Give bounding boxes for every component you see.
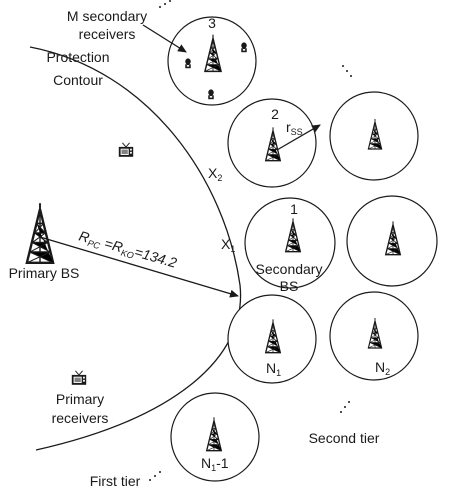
cell-2-label: 2 [271,106,279,122]
cell-1 [244,197,336,289]
m-secondary-receivers-arrow [142,24,187,53]
m-secondary-receivers-label-line1: M secondary [67,8,147,24]
second-tier-label: Second tier [309,430,380,446]
cell-second-tier-top [329,91,419,181]
n2-label: N2 [375,359,390,377]
cell-3-label: 3 [208,15,216,31]
primary-bs-label: Primary BS [9,265,80,281]
first-tier-label: First tier [90,473,141,489]
primary-receiver-tv-icon [71,370,87,386]
protection-contour-label-line1: Protection [46,49,109,65]
cell-1-label: 1 [290,201,298,217]
cell-2 [227,98,317,188]
secondary-receiver-icon [241,42,247,53]
n1-label: N1 [266,360,281,378]
n1-minus-1-label: N1-1 [201,455,229,473]
ellipsis-top [159,0,171,8]
x1-label: X1 [221,236,235,254]
ellipsis-first-tier-bottom [149,471,161,481]
protection-radius-arrow [39,236,239,298]
primary-receivers-label-line1: Primary [56,391,104,407]
ellipsis-second-tier-top [342,65,352,77]
secondary-receiver-icon [185,58,191,69]
protection-contour [29,46,242,451]
m-secondary-receivers-label-line2: receivers [79,26,136,42]
primary-bs-tower-icon [25,202,55,264]
rss-radius-arrow [276,124,321,151]
primary-receiver-tv-icon [118,142,134,158]
secondary-receiver-icon [208,89,214,100]
rss-label: rSS [286,119,303,137]
x2-label: X2 [208,165,222,183]
protection-contour-label-line2: Contour [53,72,103,88]
radius-equation-label: RPC =RKO=134.2 [77,228,179,273]
ellipsis-second-tier-bottom [340,401,350,413]
primary-receivers-label-line2: receivers [52,410,109,426]
secondary-bs-label-line2: BS [280,278,299,294]
secondary-bs-label-line1: Secondary [256,261,323,277]
